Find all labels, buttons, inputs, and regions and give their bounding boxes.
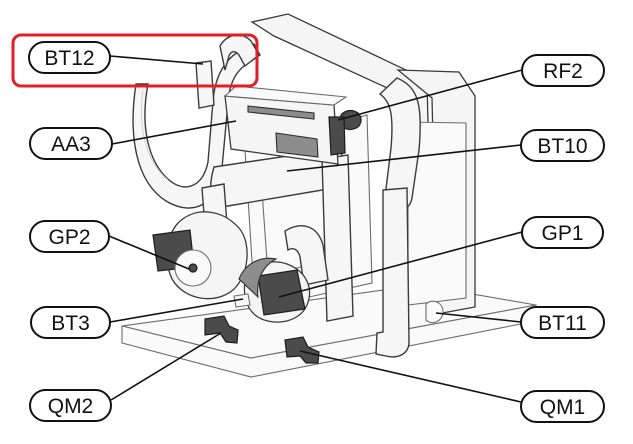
leader-lines (108, 55, 523, 403)
callout-qm2: QM2 (29, 389, 112, 422)
qm1-label-pill (520, 390, 605, 423)
callout-bt3: BT3 (30, 306, 111, 339)
bt10-label-text: BT10 (537, 135, 587, 158)
bt3-sensor-fitting (233, 293, 251, 308)
callout-gp2: GP2 (29, 220, 110, 253)
qm2-valve (204, 315, 239, 344)
bt12-label-text: BT12 (44, 47, 94, 70)
callout-aa3: AA3 (29, 127, 113, 160)
gp1-leader-line (278, 231, 523, 298)
qm1-valve (284, 336, 320, 364)
bt10-label-pill (520, 129, 605, 162)
callout-labels: BT12 AA3 GP2 BT3 QM2 RF2 BT10 GP (11, 33, 605, 423)
gp1-pump-ring (238, 257, 278, 299)
left-pipe-highlight (140, 89, 169, 181)
bt12-leader-line (109, 55, 204, 65)
qm2-label-pill (29, 389, 112, 422)
qm1-label-text: QM1 (540, 396, 586, 419)
bt10-leader-line (286, 144, 522, 172)
aa3-label-pill (29, 127, 113, 160)
callout-bt10: BT10 (520, 129, 605, 162)
callout-bt12: BT12 (28, 41, 111, 74)
callout-qm1: QM1 (520, 390, 605, 423)
bt3-label-pill (30, 306, 111, 339)
bt11-label-pill (520, 306, 605, 339)
aa3-leader-line (111, 120, 237, 145)
bt12-label-pill (28, 41, 111, 74)
rf2-leader-line (337, 69, 523, 121)
callout-rf2: RF2 (521, 54, 605, 87)
bt3-leader-line (109, 298, 244, 323)
bt11-leader-line (435, 312, 522, 323)
qm2-label-text: QM2 (48, 395, 94, 418)
qm2-leader-line (110, 332, 222, 401)
gp2-leader-line (108, 235, 190, 270)
right-long-pipe (375, 187, 410, 358)
bt12-highlight-frame (11, 33, 259, 88)
gp2-label-pill (29, 220, 110, 253)
callout-bt11: BT11 (520, 306, 605, 339)
machine-illustration (121, 13, 537, 378)
mid-down-pipe (321, 154, 354, 322)
callout-gp1: GP1 (521, 216, 604, 249)
gp1-pump-head (257, 269, 306, 316)
qm1-leader-line (299, 350, 522, 403)
gp2-label-text: GP2 (48, 226, 90, 249)
board-right-bracket (328, 116, 346, 156)
bt3-label-text: BT3 (51, 312, 90, 335)
aa3-label-text: AA3 (51, 133, 91, 156)
gp1-label-text: GP1 (541, 222, 583, 245)
control-board (224, 95, 339, 165)
rf2-label-text: RF2 (543, 60, 583, 83)
board-connector-row (247, 105, 315, 120)
control-board-top (223, 85, 348, 106)
bt11-sensor-fitting (425, 300, 444, 324)
gp1-label-pill (521, 216, 604, 249)
gp2-pump-center (188, 263, 198, 273)
rf2-label-pill (521, 54, 605, 87)
bt11-label-text: BT11 (538, 312, 587, 335)
board-connector-block (275, 132, 319, 158)
